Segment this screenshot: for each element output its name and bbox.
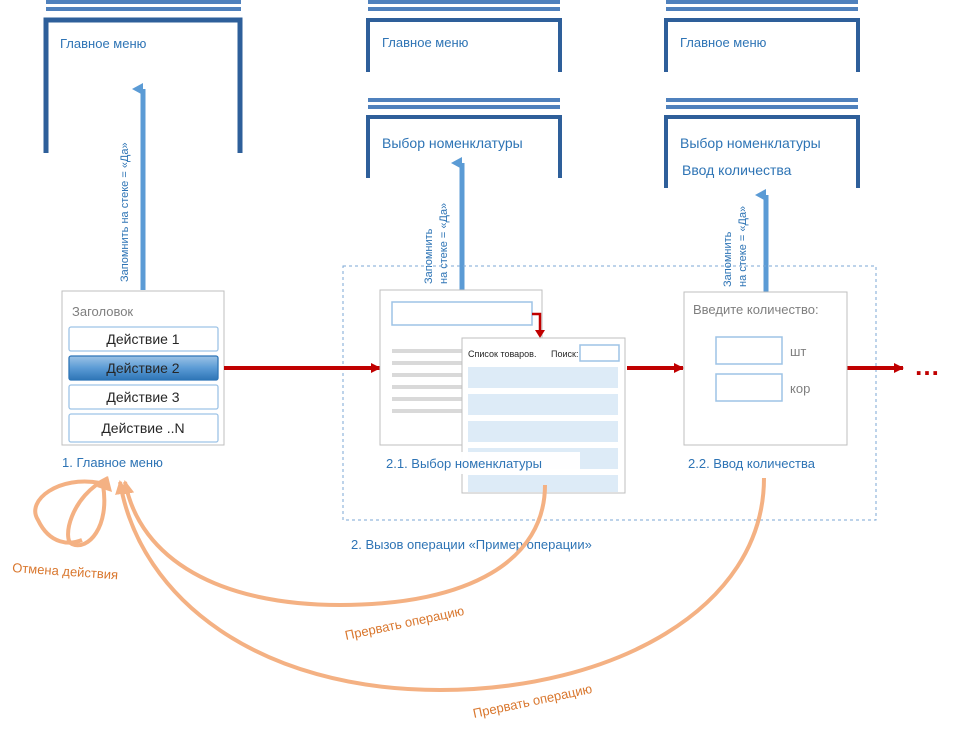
list-item[interactable] — [468, 367, 618, 388]
unit-pieces-label: шт — [790, 344, 806, 359]
cancel-loop-tail — [33, 479, 101, 545]
action-label: Действие 3 — [106, 389, 179, 405]
main-menu-caption: 1. Главное меню — [62, 455, 163, 470]
abort-label-1: Прервать операцию — [344, 603, 466, 643]
push-label-3b: на стеке = «Да» — [737, 206, 749, 287]
stack-col3-frame2: Выбор номенклатуры Ввод количества — [664, 98, 860, 188]
stack-frame-label: Главное меню — [382, 35, 469, 50]
action-label: Действие ..N — [101, 420, 184, 436]
stack-frame-label: Главное меню — [60, 36, 147, 51]
stack-col1: Главное меню — [43, 0, 243, 153]
quantity-screen: Введите количество: шт кор 2.2. Ввод кол… — [683, 291, 848, 471]
action-button-2-selected[interactable]: Действие 2 — [68, 355, 219, 381]
stack-col1-frame1: Главное меню — [43, 0, 243, 153]
list-item[interactable] — [468, 475, 618, 492]
push-label-1: Запомнить на стеке = «Да» — [119, 142, 131, 282]
list-item[interactable] — [468, 394, 618, 415]
action-button-3[interactable]: Действие 3 — [68, 384, 219, 410]
cancel-loop-head — [97, 476, 112, 492]
action-label: Действие 1 — [106, 331, 179, 347]
stack-col2: Главное меню Выбор номенклатуры — [366, 0, 562, 178]
main-menu-screen: Заголовок Действие 1 Действие 2 Действие… — [61, 290, 225, 470]
unit-boxes-label: кор — [790, 381, 810, 396]
push-label-2a: Запомнить — [423, 228, 435, 284]
nomenclature-caption: 2.1. Выбор номенклатуры — [386, 456, 542, 471]
expand-arrow — [532, 312, 542, 330]
action-button-n[interactable]: Действие ..N — [68, 413, 219, 443]
expand-arrow-head — [535, 330, 545, 338]
main-menu-header: Заголовок — [72, 304, 133, 319]
search-label: Поиск: — [551, 349, 578, 359]
push-label-3a: Запомнить — [722, 231, 734, 287]
stack-frame-label: Выбор номенклатуры — [382, 135, 523, 151]
stack-col2-frame2: Выбор номенклатуры — [366, 98, 562, 178]
list-item[interactable] — [468, 421, 618, 442]
abort-arrow-short — [120, 480, 547, 608]
operation-caption: 2. Вызов операции «Пример операции» — [351, 537, 592, 552]
stack-frame-label: Выбор номенклатуры — [680, 135, 821, 151]
stack-frame-label: Ввод количества — [682, 162, 792, 178]
stack-col3-frame1: Главное меню — [664, 0, 860, 72]
abort-arrow-long — [115, 477, 766, 693]
search-input-field[interactable] — [391, 301, 533, 326]
continuation-dots: … — [914, 351, 940, 381]
quantity-title: Введите количество: — [693, 302, 819, 317]
quantity-pieces-input[interactable] — [715, 336, 783, 365]
quantity-caption: 2.2. Ввод количества — [688, 456, 816, 471]
action-label: Действие 2 — [106, 360, 179, 376]
operation-group-box — [342, 265, 877, 521]
stack-col2-frame1: Главное меню — [366, 0, 562, 72]
stack-col3: Главное меню Выбор номенклатуры Ввод кол… — [664, 0, 860, 188]
popup-search-input[interactable] — [579, 344, 620, 362]
stack-frame-label: Главное меню — [680, 35, 767, 50]
product-list-title: Список товаров. — [468, 349, 536, 359]
push-label-2b: на стеке = «Да» — [438, 203, 450, 284]
nomenclature-screen: Список товаров. Поиск: 2.1. Выбор номенк… — [379, 289, 626, 494]
quantity-boxes-input[interactable] — [715, 373, 783, 402]
cancel-label: Отмена действия — [12, 560, 119, 582]
action-button-1[interactable]: Действие 1 — [68, 326, 219, 352]
